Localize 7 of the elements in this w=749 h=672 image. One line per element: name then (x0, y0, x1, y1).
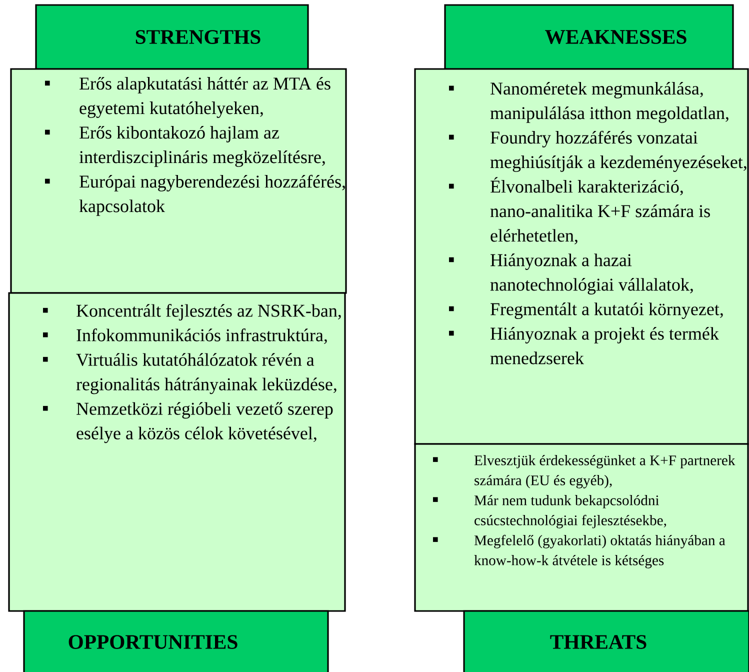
header-box: WEAKNESSES (444, 4, 734, 70)
header-box: OPPORTUNITIES (23, 610, 329, 672)
list-box: Erős alapkutatási háttér az MTA és egyetemi kutatóhelyeken, Erős kibontakozó hajlam az interdiszciplináris megközelítésre, Európai nagyberendezési hozzáférés, kapcsolatok (10, 68, 347, 294)
header-box: THREATS (463, 610, 749, 672)
list-box: Koncentrált fejlesztés az NSRK-ban, Infokommunikációs infrastruktúra, Virtuális kutatóhálózatok révén a regionalitás hátrányainak leküzdése, Nemzetközi régióbeli vezető szerep esélye a közös célok követésével, (8, 292, 346, 612)
header-box: STRENGTHS (35, 4, 309, 70)
list-box: Elvesztjük érdekességünket a K+F partnerek számára (EU és egyéb), Már nem tudunk bekapcsolódni csúcstechnológiai fejlesztésekbe, Megfelelő (gyakorlati) oktatás hiányában a know-how-k átvétele is kétséges (414, 443, 749, 612)
